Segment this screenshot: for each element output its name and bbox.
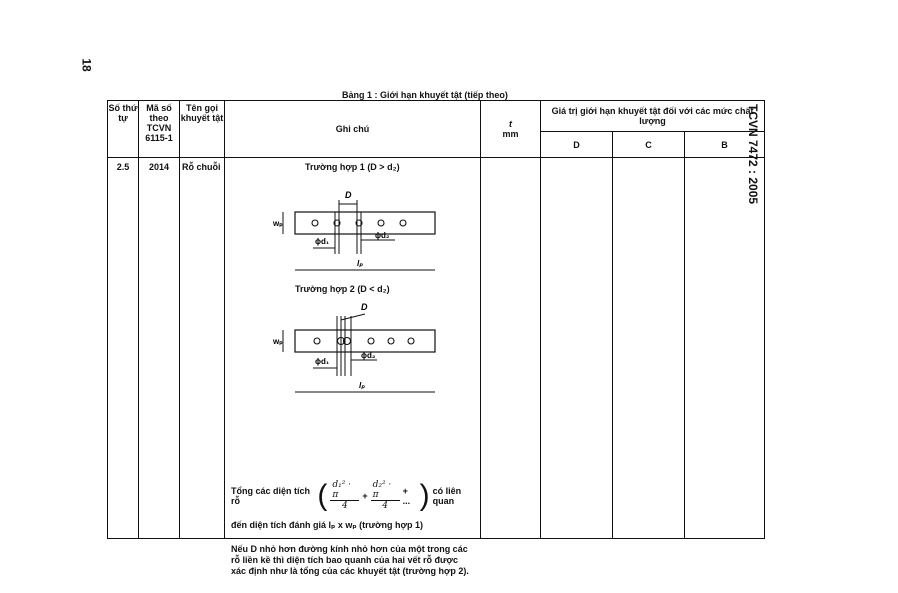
formula-term-1-den: 4 xyxy=(341,501,348,511)
cell-ten-goi: Rỗ chuỗi xyxy=(179,157,225,539)
formula-term-1-num: d₁² · π xyxy=(330,480,360,501)
cell-level-c xyxy=(612,157,685,539)
cell-t xyxy=(480,157,541,539)
case1-hole xyxy=(355,219,363,227)
formula-close-paren: ) xyxy=(419,478,430,512)
case2-lp-label: lₚ xyxy=(359,381,365,390)
formula-suffix: có liên quan xyxy=(432,485,462,506)
header-so-thu-tu-text: Số thứ tự xyxy=(108,103,138,123)
cell-stt-text: 2.5 xyxy=(116,162,130,172)
case1-hole xyxy=(311,219,319,227)
case1-d2-label: ϕd₂ xyxy=(375,231,390,240)
case1-title: Trường hợp 1 (D > d₂) xyxy=(305,162,400,172)
table-caption: Bảng 1 : Giới hạn khuyết tật (tiếp theo) xyxy=(342,90,508,100)
cell-stt: 2.5 xyxy=(107,157,139,539)
formula-term-2-den: 4 xyxy=(382,501,388,511)
header-level-d-text: D xyxy=(573,139,580,150)
header-ghi-chu-text: Ghi chú xyxy=(335,124,370,134)
ghi-chu-content: Trường hợp 1 (D > d₂) D xyxy=(225,158,481,538)
header-ten-goi-text: Tên gọi khuyết tật xyxy=(180,103,224,123)
case1-hole xyxy=(377,219,385,227)
case1-d-label: D xyxy=(345,190,352,200)
case2-diagram: D wₚ ϕd₁ ϕd₂ lₚ xyxy=(272,302,436,393)
cell-level-d xyxy=(540,157,613,539)
header-so-thu-tu: Số thứ tự xyxy=(107,100,139,158)
header-t-symbol: t xyxy=(509,119,512,129)
case2-d-leader xyxy=(340,313,366,321)
cell-ten-goi-text: Rỗ chuỗi xyxy=(182,162,221,172)
formula-prefix: Tổng các diện tích rỗ xyxy=(231,485,311,506)
table-row: 2.5 2014 Rỗ chuỗi Trường hợp 1 (D > d₂) xyxy=(107,157,766,576)
header-t: t mm xyxy=(480,100,541,158)
case2-d1-label: ϕd₁ xyxy=(315,357,330,366)
case2-hole xyxy=(387,337,395,345)
header-ten-goi: Tên gọi khuyết tật xyxy=(179,100,225,158)
case2-wp-label: wₚ xyxy=(272,337,283,346)
cell-level-b xyxy=(683,157,766,539)
header-gia-tri-text: Giá trị giới hạn khuyết tật đối với các … xyxy=(551,106,754,126)
header-row-1: Số thứ tự Mã số theo TCVN 6115-1 Tên gọi… xyxy=(107,100,766,158)
case2-hole xyxy=(407,337,415,345)
case1-diagram: D wₚ ϕd₁ ϕd₂ lₚ xyxy=(272,190,436,271)
case1-d1-label: ϕd₁ xyxy=(315,237,330,246)
formula-line: Tổng các diện tích rỗ ( d₁² · π 4 + d₂² … xyxy=(231,480,481,511)
formula-tail: + ... xyxy=(402,485,411,506)
formula-line-2: đến diện tích đánh giá lₚ x wₚ (trường h… xyxy=(231,520,423,530)
case1-hole xyxy=(333,219,341,227)
page-number: 18 xyxy=(79,58,94,72)
header-t-unit: mm xyxy=(502,129,519,139)
header-level-d: D xyxy=(540,131,613,158)
case2-hole xyxy=(313,337,321,345)
note-text: Nếu D nhỏ hơn đường kính nhỏ hơn của một… xyxy=(231,544,469,576)
case2-plate xyxy=(294,329,436,353)
header-level-c-text: C xyxy=(645,139,652,150)
cell-ma-so: 2014 xyxy=(138,157,180,539)
case1-wp-label: wₚ xyxy=(272,219,283,228)
header-level-b-text: B xyxy=(721,139,728,150)
cell-ghi-chu: Trường hợp 1 (D > d₂) D xyxy=(224,157,481,576)
case2-d-label: D xyxy=(361,302,368,312)
formula-term-2: d₂² · π 4 xyxy=(370,480,400,511)
case2-hole xyxy=(367,337,375,345)
formula-term-2-num: d₂² · π xyxy=(370,480,400,501)
header-ma-so-text: Mã số theo TCVN 6115-1 xyxy=(145,103,173,143)
case1-plate xyxy=(294,211,436,235)
header-ghi-chu: Ghi chú xyxy=(224,100,481,158)
formula-term-1: d₁² · π 4 xyxy=(330,480,360,511)
case2-title: Trường hợp 2 (D < d₂) xyxy=(295,284,390,294)
cell-ma-so-text: 2014 xyxy=(148,162,170,172)
case1-lp-label: lₚ xyxy=(357,259,363,268)
formula-open-paren: ( xyxy=(317,478,328,512)
case2-d2-label: ϕd₂ xyxy=(361,351,376,360)
case1-hole xyxy=(399,219,407,227)
header-ma-so: Mã số theo TCVN 6115-1 xyxy=(138,100,180,158)
header-gia-tri: Giá trị giới hạn khuyết tật đối với các … xyxy=(539,100,766,132)
defect-limit-table: Số thứ tự Mã số theo TCVN 6115-1 Tên gọi… xyxy=(107,100,766,576)
formula-plus: + xyxy=(362,490,368,501)
header-level-b: B xyxy=(683,131,766,158)
header-level-c: C xyxy=(612,131,685,158)
